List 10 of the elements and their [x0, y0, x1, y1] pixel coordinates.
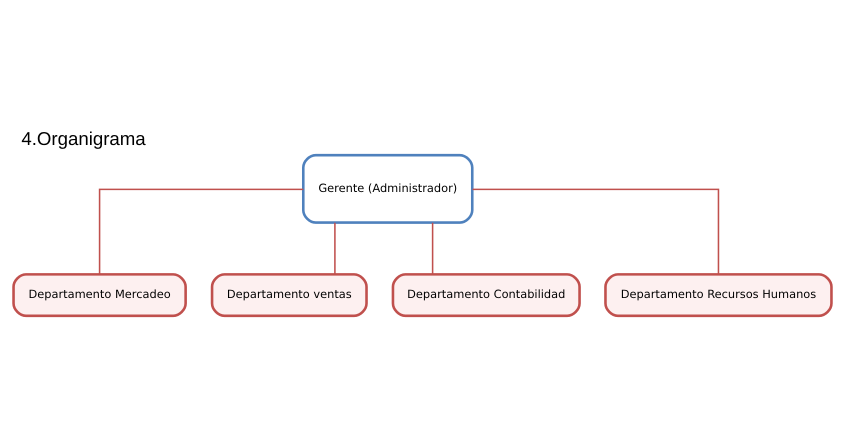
connector [472, 188, 720, 274]
node-box: Gerente (Administrador) [302, 153, 474, 224]
node-box: Departamento Mercadeo [12, 272, 187, 317]
node-box: Departamento ventas [210, 272, 368, 317]
node-box: Departamento Recursos Humanos [604, 272, 833, 317]
node-box: Departamento Contabilidad [392, 272, 581, 317]
connector [98, 188, 304, 274]
connector [432, 222, 434, 274]
diagram-title: 4.Organigrama [21, 128, 146, 149]
connector [334, 222, 336, 274]
